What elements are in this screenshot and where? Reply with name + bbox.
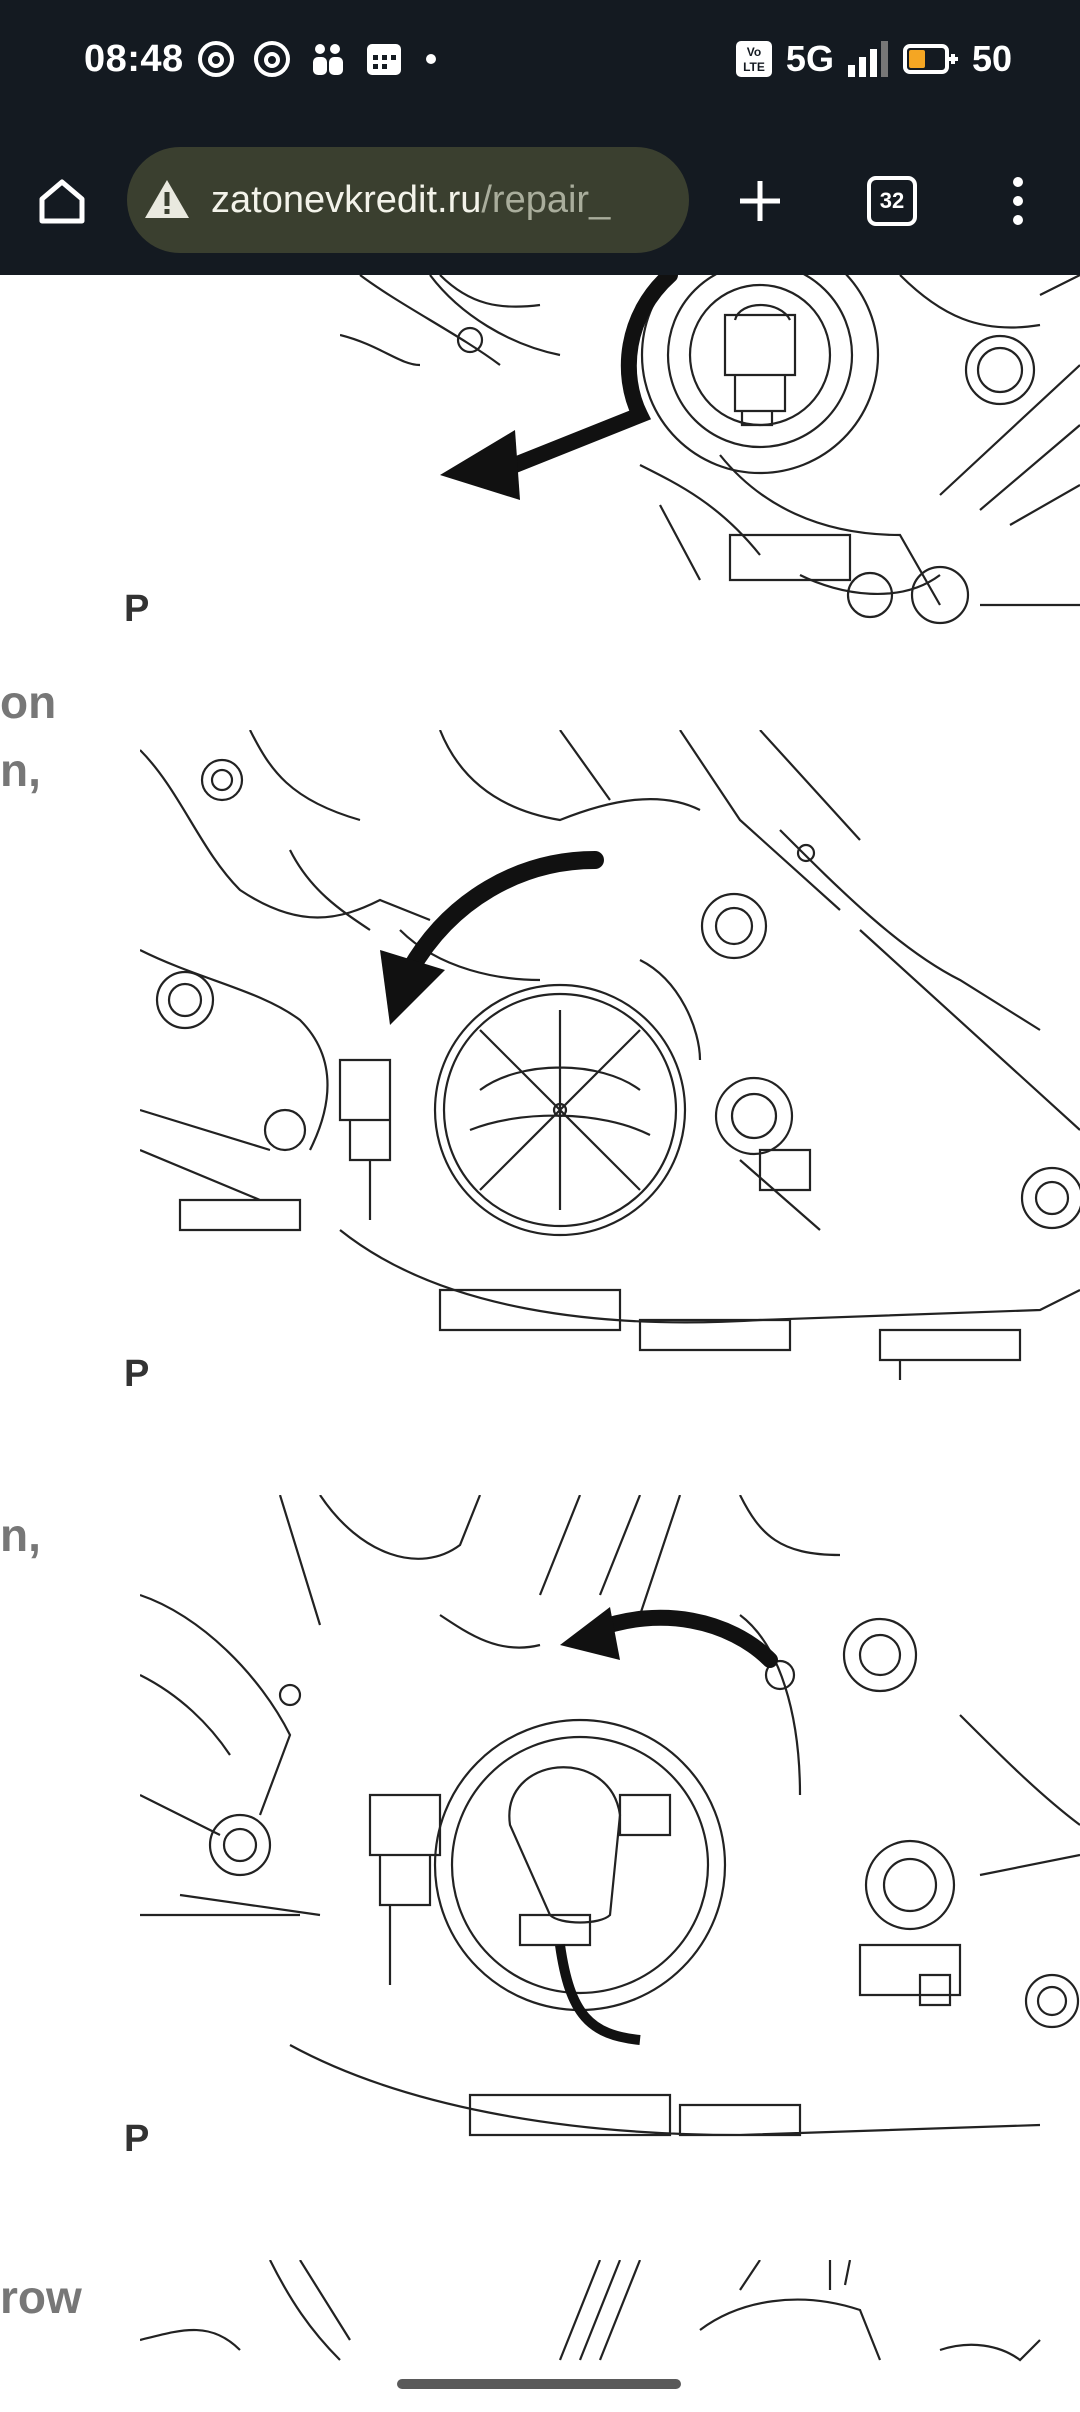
volte-icon: Vo LTE [735,41,772,77]
signal-icon [847,41,888,77]
svg-text:Vo: Vo [747,45,761,59]
url-host: zatonevkredit.ru [211,178,482,221]
teams-icon [313,44,343,75]
tab-count: 32 [867,176,917,226]
plus-icon [740,181,780,221]
status-bar: 08:48 Vo LTE 5G [0,0,1080,125]
side-text-4: row [0,2271,82,2323]
home-icon [39,179,85,224]
side-text-1: on [0,676,57,728]
calendar-app-icon [367,44,401,75]
page-content: P on n, [0,275,1080,2412]
url-path: /repair_ [481,178,611,221]
home-indicator[interactable] [397,2379,681,2389]
status-time: 08:48 [84,38,184,80]
url-text[interactable]: zatonevkredit.ru/repair_ [211,179,610,222]
home-button[interactable] [22,161,102,241]
system-icons: Vo LTE 5G 50 [734,36,1012,82]
notification-icons [196,36,436,82]
side-text-2: n, [0,744,41,796]
threads-icon [254,41,290,77]
repair-figure-4 [140,2260,1080,2370]
figure-label-3: P [124,2118,150,2160]
battery-level: 50 [971,38,1012,79]
battery-charging-icon [902,44,958,74]
figure-label-2: P [124,1353,150,1395]
more-notifications-dot [426,54,436,64]
repair-figure-3 [140,1495,1080,2145]
network-type: 5G [785,38,834,79]
new-tab-button[interactable] [720,161,800,241]
side-text-3: n, [0,1509,41,1561]
threads-icon [198,41,234,77]
tab-switcher-button[interactable]: 32 [852,161,932,241]
figure-label-1: P [124,588,150,630]
address-bar[interactable]: zatonevkredit.ru/repair_ [127,147,689,253]
repair-figure-1 [340,275,1080,625]
menu-button[interactable] [978,161,1058,241]
browser-toolbar: zatonevkredit.ru/repair_ 32 [0,125,1080,275]
warning-icon[interactable] [141,174,193,226]
svg-text:LTE: LTE [743,60,765,74]
more-vert-icon [1013,177,1023,225]
repair-figure-2 [140,730,1080,1380]
